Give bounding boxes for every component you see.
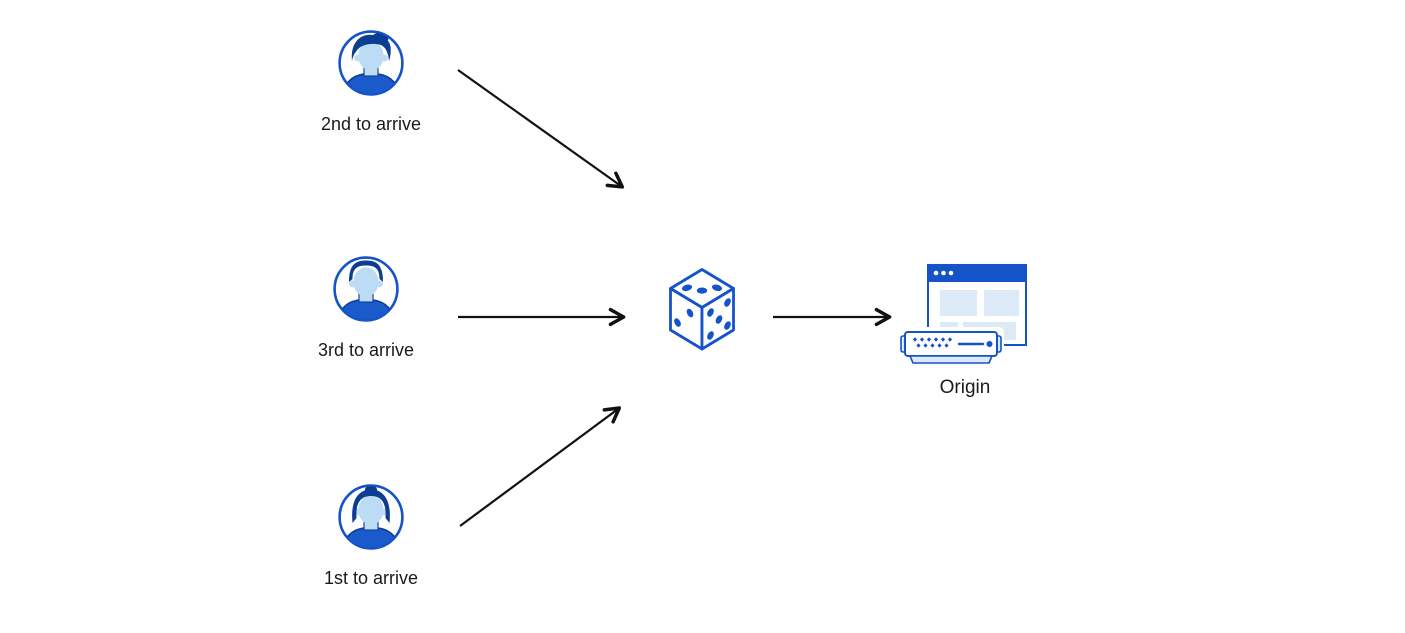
avatar-man-quiff-icon [338,30,404,96]
arrow-1st-to-dice [459,406,622,527]
arrow-2nd-to-dice [457,69,625,189]
avatar-woman-bun-icon [338,484,404,550]
client-node-1st-to-arrive: 1st to arrive [301,483,441,589]
origin-label: Origin [939,377,991,398]
client-label-2nd: 2nd to arrive [320,114,422,134]
dice-icon [669,268,735,351]
client-node-3rd-to-arrive: 3rd to arrive [296,255,436,361]
client-label-3rd: 3rd to arrive [317,340,415,360]
origin-node: Origin [897,262,1033,399]
origin-server-icon [898,264,1027,364]
client-label-1st: 1st to arrive [323,568,419,588]
client-node-2nd-to-arrive: 2nd to arrive [301,29,441,135]
avatar-man-crop-icon [333,256,399,322]
